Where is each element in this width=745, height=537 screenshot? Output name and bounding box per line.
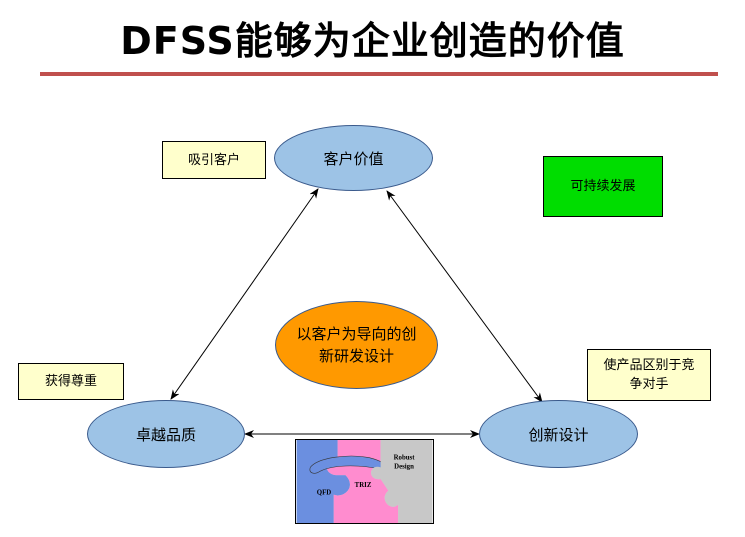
arrow-value-quality [170,188,319,400]
node-center: 以客户为导向的创新研发设计 [275,301,438,389]
puzzle-robust-line1: Robust [394,455,416,462]
box-respect: 获得尊重 [18,363,124,400]
node-quality: 卓越品质 [87,400,245,468]
node-innovation: 创新设计 [479,400,638,468]
box-sustain: 可持续发展 [543,156,663,217]
node-customer-value: 客户价值 [274,125,433,191]
puzzle-triz-label: TRIZ [355,482,372,489]
center-label: 以客户为导向的创新研发设计 [296,325,417,365]
puzzle-image: Robust Design QFD TRIZ [295,439,434,524]
puzzle-robust-line2: Design [394,463,414,470]
arrow-value-innovation [386,190,543,403]
box-attract: 吸引客户 [162,141,266,179]
page-title: DFSS能够为企业创造的价值 [120,19,625,63]
puzzle-qfd-label: QFD [317,490,331,497]
robust-piece [371,440,433,523]
box-differentiate: 使产品区别于竞争对手 [587,349,711,401]
title-divider [40,72,718,76]
